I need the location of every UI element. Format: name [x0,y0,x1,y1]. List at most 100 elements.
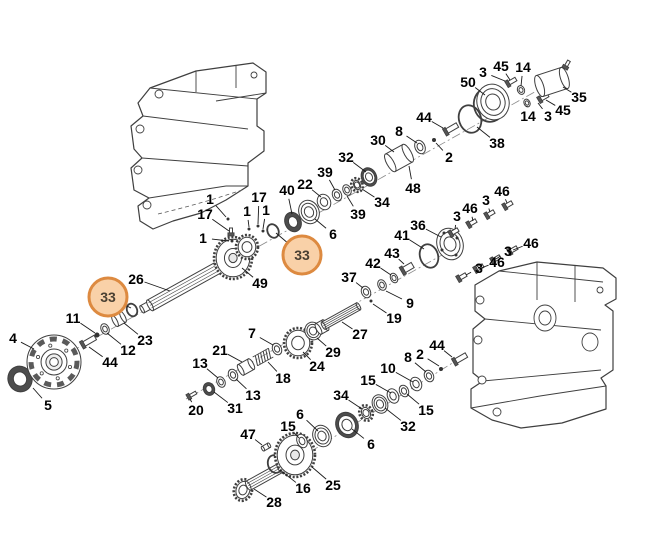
part-number-label-46[interactable]: 46 [494,183,510,199]
part-number-label-22[interactable]: 22 [297,176,313,192]
part-washer [216,376,226,388]
leader-line [355,282,364,289]
part-number-label-1[interactable]: 1 [243,203,251,219]
part-number-label-4[interactable]: 4 [9,330,17,346]
part-number-label-5[interactable]: 5 [44,397,52,413]
part-number-label-12[interactable]: 12 [120,342,136,358]
part-number-label-15[interactable]: 15 [280,418,296,434]
part-number-label-1[interactable]: 1 [206,191,214,207]
part-number-label-32[interactable]: 32 [400,418,416,434]
part-number-label-36[interactable]: 36 [410,217,426,233]
part-number-label-25[interactable]: 25 [325,477,341,493]
part-number-label-41[interactable]: 41 [394,227,410,243]
leader-line [311,189,322,198]
part-number-label-20[interactable]: 20 [188,402,204,418]
part-number-label-7[interactable]: 7 [248,325,256,341]
highlighted-callout-circle[interactable] [281,234,323,276]
leader-line [32,387,43,399]
part-number-label-45[interactable]: 45 [555,102,571,118]
part-number-label-9[interactable]: 9 [406,295,414,311]
part-number-label-1[interactable]: 1 [262,202,270,218]
part-number-label-14[interactable]: 14 [520,108,536,124]
part-number-label-3[interactable]: 3 [504,243,512,259]
part-number-label-31[interactable]: 31 [227,400,243,416]
part-number-label-15[interactable]: 15 [418,402,434,418]
leader-line [480,264,489,269]
part-number-label-29[interactable]: 29 [325,344,341,360]
part-number-label-3[interactable]: 3 [475,260,483,276]
highlighted-part-number-33[interactable]: 33 [294,247,310,263]
part-number-label-1[interactable]: 1 [199,230,207,246]
highlighted-part-number-33[interactable]: 33 [100,289,116,305]
part-number-label-44[interactable]: 44 [416,109,432,125]
leader-line [380,267,392,276]
part-number-label-13[interactable]: 13 [192,355,208,371]
part-number-label-3[interactable]: 3 [453,208,461,224]
part-number-label-44[interactable]: 44 [102,354,118,370]
part-number-label-30[interactable]: 30 [370,132,386,148]
part-number-label-10[interactable]: 10 [380,360,396,376]
part-number-label-11[interactable]: 11 [66,310,81,326]
part-number-label-35[interactable]: 35 [571,89,587,105]
part-number-label-19[interactable]: 19 [386,310,402,326]
part-number-label-6[interactable]: 6 [296,406,304,422]
part-washer [100,323,110,335]
part-number-label-48[interactable]: 48 [405,180,421,196]
part-number-label-24[interactable]: 24 [309,358,325,374]
part-number-label-34[interactable]: 34 [333,387,349,403]
part-number-label-50[interactable]: 50 [460,74,476,90]
highlighted-callouts-layer: 33 33 [87,232,323,318]
part-number-label-6[interactable]: 6 [367,436,375,452]
part-number-label-14[interactable]: 14 [515,59,531,75]
part-number-label-15[interactable]: 15 [360,372,376,388]
leader-line [144,281,171,292]
part-number-label-3[interactable]: 3 [482,192,490,208]
part-number-label-28[interactable]: 28 [266,494,282,510]
leader-line [279,469,297,483]
part-screw [504,76,518,89]
part-number-label-40[interactable]: 40 [279,182,295,198]
part-number-label-47[interactable]: 47 [240,426,256,442]
part-number-label-21[interactable]: 21 [212,342,228,358]
part-number-label-34[interactable]: 34 [374,194,390,210]
part-number-label-44[interactable]: 44 [429,337,445,353]
part-number-label-32[interactable]: 32 [338,149,354,165]
part-number-label-13[interactable]: 13 [245,387,261,403]
part-plug [398,261,415,277]
part-number-label-37[interactable]: 37 [341,269,357,285]
part-number-label-2[interactable]: 2 [416,346,424,362]
part-number-label-39[interactable]: 39 [350,206,366,222]
part-number-label-38[interactable]: 38 [489,135,505,151]
part-flange-hole [454,253,458,257]
part-number-label-23[interactable]: 23 [137,332,153,348]
part-number-label-46[interactable]: 46 [462,200,478,216]
right-housing-drawing [470,261,617,429]
part-number-label-46[interactable]: 46 [489,254,505,270]
part-screw [455,272,468,284]
leader-line [375,384,392,394]
part-number-label-26[interactable]: 26 [128,271,144,287]
part-screw [465,218,478,230]
part-number-label-39[interactable]: 39 [317,164,333,180]
part-number-label-46[interactable]: 46 [523,235,539,251]
highlighted-callout-circle[interactable] [87,276,129,318]
part-number-label-18[interactable]: 18 [275,370,291,386]
part-number-label-43[interactable]: 43 [384,245,400,261]
part-number-label-45[interactable]: 45 [493,58,509,74]
part-flange-hole [442,231,446,235]
part-number-label-49[interactable]: 49 [252,275,268,291]
part-number-label-3[interactable]: 3 [479,64,487,80]
part-number-label-3[interactable]: 3 [544,108,552,124]
leader-line [505,73,511,81]
part-number-label-42[interactable]: 42 [365,255,381,271]
leader-line [306,419,319,432]
part-number-label-8[interactable]: 8 [404,349,412,365]
part-number-label-27[interactable]: 27 [352,326,368,342]
part-number-label-8[interactable]: 8 [395,123,403,139]
part-number-label-17[interactable]: 17 [197,206,213,222]
part-number-label-6[interactable]: 6 [329,226,337,242]
part-number-label-17[interactable]: 17 [251,189,267,205]
part-number-label-2[interactable]: 2 [445,149,453,165]
part-bearing [371,394,389,414]
part-number-label-16[interactable]: 16 [295,480,311,496]
